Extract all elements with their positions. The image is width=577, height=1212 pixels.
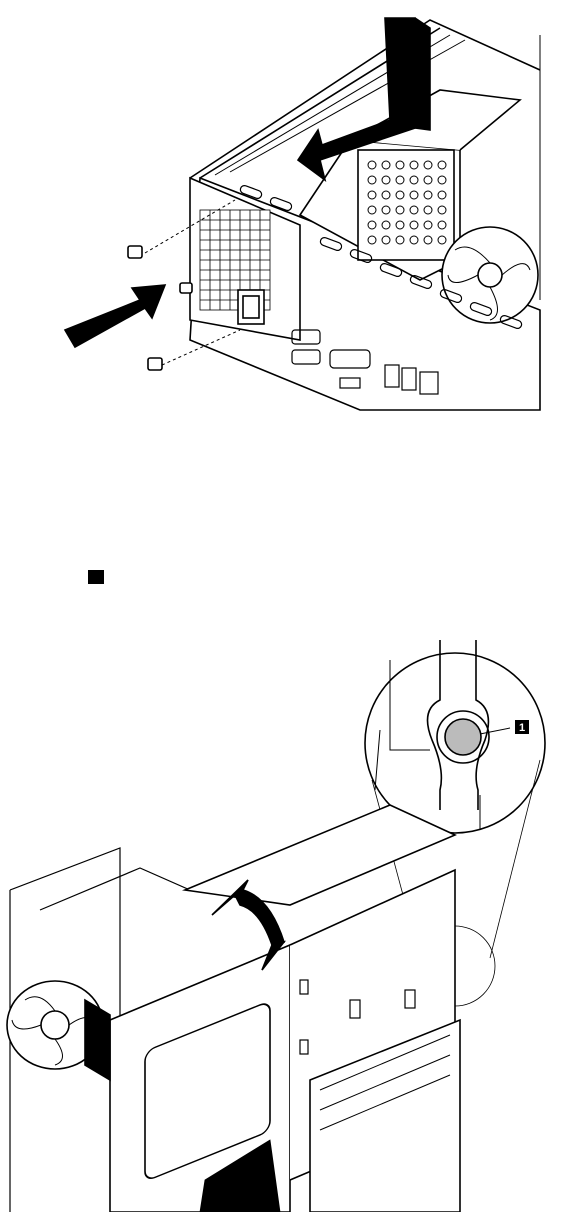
callout-label-1: 1 (519, 722, 525, 734)
psu-fan-grille (358, 150, 454, 260)
drive-bay-rotate-illustration: 1 (0, 640, 577, 1212)
insert-arrow-left (65, 285, 165, 347)
heatsink-fan (7, 981, 110, 1080)
callout-marker-square (88, 570, 104, 584)
screw-middle (180, 283, 192, 293)
power-supply-install-illustration (0, 0, 577, 420)
